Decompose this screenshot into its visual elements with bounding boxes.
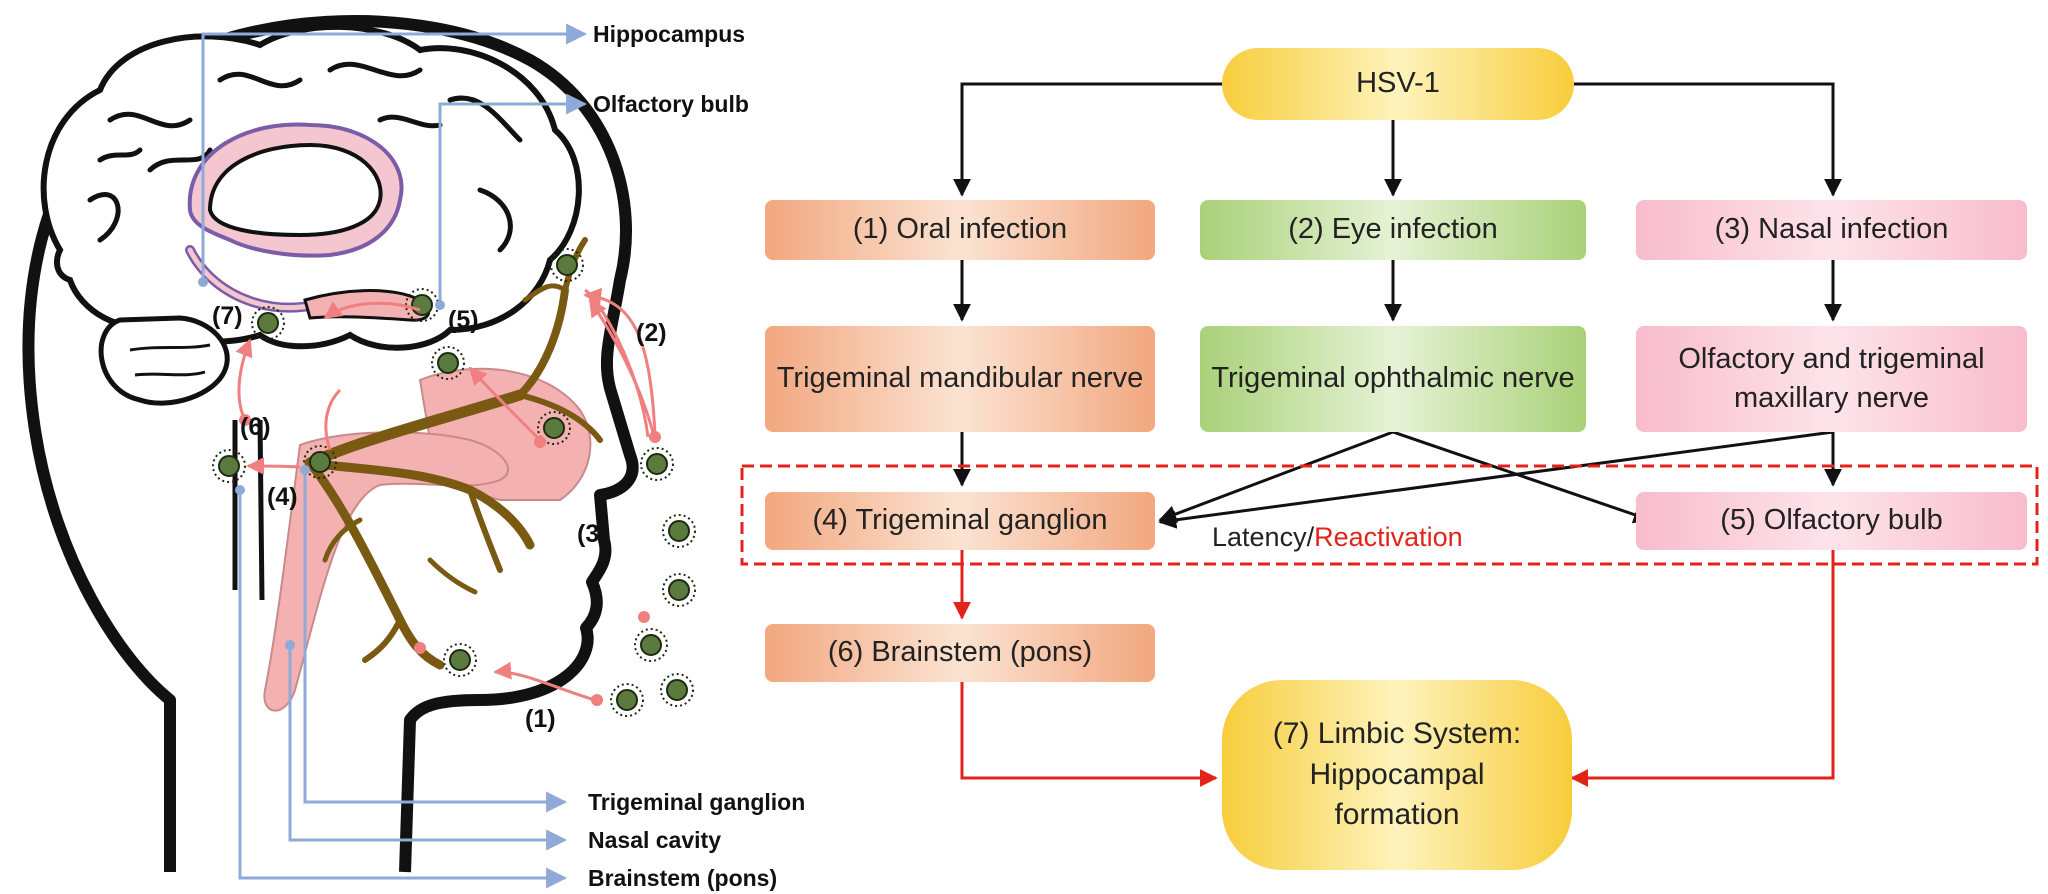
nasal-infection-node: (3) Nasal infection	[1636, 200, 2027, 260]
olfactory-bulb-node: (5) Olfactory bulb	[1636, 492, 2027, 550]
oral-tissue	[263, 431, 510, 712]
callout-trigeminal-ganglion: Trigeminal ganglion	[588, 789, 805, 815]
marker-1: (1)	[525, 705, 556, 733]
brainstem-node: (6) Brainstem (pons)	[765, 624, 1155, 682]
marker-7: (7)	[212, 302, 243, 330]
marker-2: (2)	[636, 319, 667, 347]
virus-particles	[218, 254, 690, 711]
cerebellum	[98, 315, 230, 406]
latency-text: Latency/	[1212, 522, 1315, 552]
callout-brainstem: Brainstem (pons)	[588, 865, 777, 891]
latency-box	[740, 464, 2039, 566]
hsv1-node: HSV-1	[1222, 48, 1574, 120]
callout-nasal-cavity: Nasal cavity	[588, 827, 721, 853]
ophthalmic-nerve-node: Trigeminal ophthalmic nerve	[1200, 326, 1586, 432]
callout-lines	[201, 23, 588, 889]
mandibular-nerve-node: Trigeminal mandibular nerve	[765, 326, 1155, 432]
route-dots	[239, 414, 661, 706]
marker-5: (5)	[448, 306, 479, 334]
oral-infection-node: (1) Oral infection	[765, 200, 1155, 260]
limbic-system-node: (7) Limbic System: Hippocampal formation	[1222, 680, 1572, 870]
marker-6: (6)	[240, 413, 271, 441]
latency-label: Latency/Reactivation	[1212, 522, 1463, 553]
trigeminal-ganglion-node: (4) Trigeminal ganglion	[765, 492, 1155, 550]
marker-4: (4)	[267, 483, 298, 511]
eye-infection-node: (2) Eye infection	[1200, 200, 1586, 260]
red-flow-arrows	[953, 550, 1835, 787]
infection-routes	[235, 287, 657, 702]
callout-hippocampus: Hippocampus	[593, 21, 745, 47]
flow-arrows	[953, 82, 1842, 529]
callout-olfactory-bulb: Olfactory bulb	[593, 91, 749, 117]
head-outline	[22, 15, 639, 873]
maxillary-nerve-node: Olfactory and trigeminal maxillary nerve	[1636, 326, 2027, 432]
marker-3: (3)	[577, 520, 608, 548]
reactivation-text: Reactivation	[1314, 522, 1463, 552]
